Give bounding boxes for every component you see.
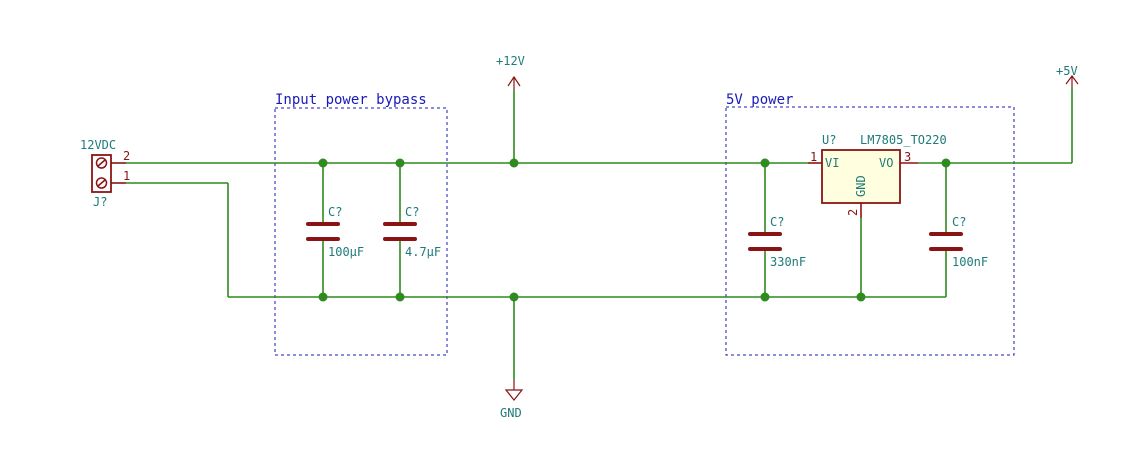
- capacitor-ref: C?: [328, 205, 342, 219]
- junction: [509, 292, 519, 302]
- capacitor-ref: C?: [770, 215, 784, 229]
- connector-value: 12VDC: [80, 138, 116, 152]
- regulator-pin-1: 1: [810, 150, 817, 164]
- capacitor-value: 100µF: [328, 245, 364, 259]
- junction: [318, 158, 328, 168]
- capacitor-ref: C?: [952, 215, 966, 229]
- regulator-pin-3: 3: [904, 150, 911, 164]
- connector-body: [91, 154, 112, 193]
- regulator-pin-vo: VO: [879, 156, 893, 170]
- regulator-pin-2: 2: [846, 209, 860, 216]
- capacitor-c1: C? 100µF: [306, 205, 364, 259]
- capacitor-c2: C? 4.7µF: [383, 205, 441, 259]
- regulator-pin-gnd: GND: [854, 175, 868, 197]
- input-bypass-box: [274, 107, 448, 356]
- capacitor-value: 100nF: [952, 255, 988, 269]
- capacitor-ref: C?: [405, 205, 419, 219]
- junctions: [318, 158, 951, 302]
- capacitor-c4: C? 100nF: [929, 215, 988, 269]
- connector-pin-2: 2: [123, 149, 130, 163]
- connector-ref: J?: [93, 195, 107, 209]
- five-v-power-box: [725, 106, 1015, 356]
- connector-j: 12VDC J? 2 1: [80, 138, 130, 209]
- connector-pin-1: 1: [123, 169, 130, 183]
- regulator-ref: U?: [822, 133, 836, 147]
- power-flag-gnd: GND: [500, 380, 524, 420]
- junction: [856, 292, 866, 302]
- input-bypass-label: Input power bypass: [275, 92, 427, 108]
- screw-terminal-icon: [95, 157, 108, 169]
- junction: [395, 292, 405, 302]
- junction: [941, 158, 951, 168]
- power-flag-5v: +5V: [1056, 64, 1079, 88]
- junction: [395, 158, 405, 168]
- ground-icon: [504, 389, 524, 401]
- power-gnd-label: GND: [500, 406, 522, 420]
- power-12v-label: +12V: [496, 54, 525, 68]
- junction: [760, 292, 770, 302]
- power-flag-12v: +12V: [496, 54, 525, 90]
- regulator-value: LM7805_TO220: [860, 133, 947, 147]
- regulator-body: [821, 149, 901, 204]
- junction: [509, 158, 519, 168]
- junction: [318, 292, 328, 302]
- power-5v-label: +5V: [1056, 64, 1078, 78]
- capacitor-value: 330nF: [770, 255, 806, 269]
- regulator-pin-vi: VI: [825, 156, 839, 170]
- regulator-u: U? LM7805_TO220 VI VO GND 1 3 2: [808, 133, 947, 218]
- junction: [760, 158, 770, 168]
- capacitor-value: 4.7µF: [405, 245, 441, 259]
- capacitor-c3: C? 330nF: [748, 215, 806, 269]
- wires: [126, 88, 1073, 380]
- screw-terminal-icon: [95, 177, 108, 189]
- five-v-power-label: 5V power: [726, 92, 793, 108]
